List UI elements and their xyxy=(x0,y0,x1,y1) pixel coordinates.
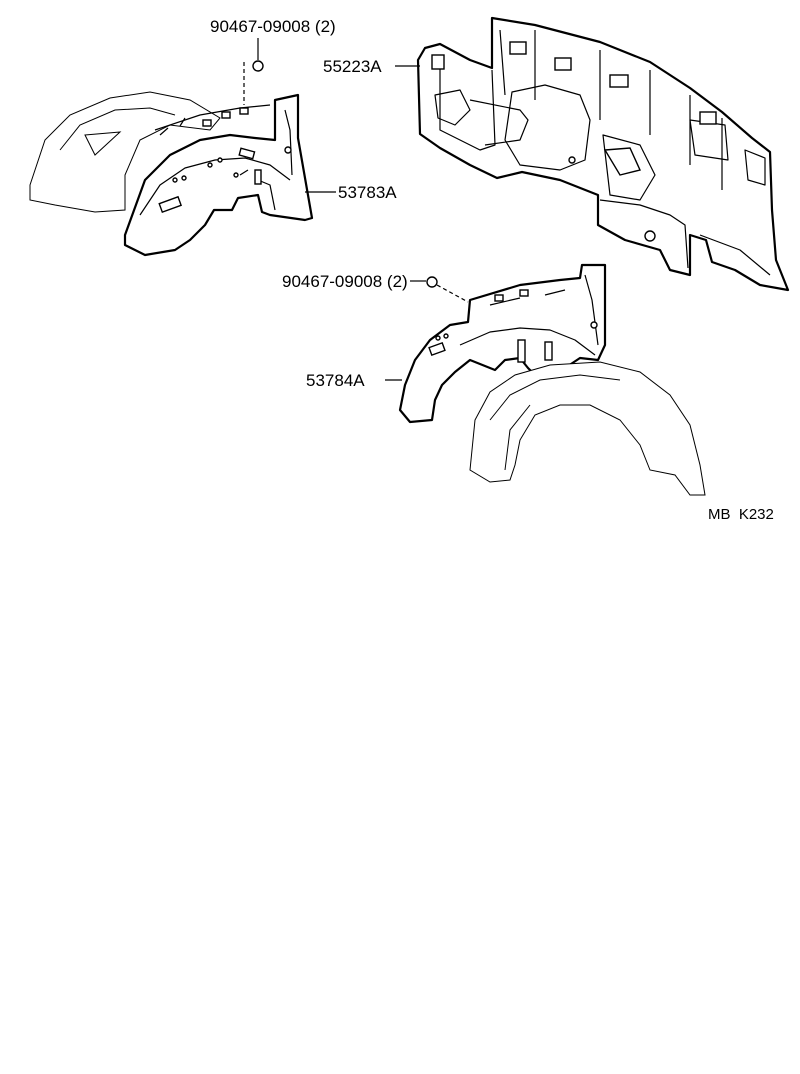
label-clip-top: 90467-09008 (2) xyxy=(210,17,336,36)
rear-fender-liner xyxy=(398,263,607,424)
label-53783a: 53783A xyxy=(338,183,397,202)
rear-fender-apron xyxy=(469,361,706,496)
label-clip-mid: 90467-09008 (2) xyxy=(282,272,408,291)
front-fender-apron xyxy=(29,91,221,213)
front-fender-liner xyxy=(123,93,314,257)
dash-silencer-panel xyxy=(416,16,790,292)
label-55223a: 55223A xyxy=(323,57,382,76)
clip-mid-icon xyxy=(426,276,469,303)
label-53784a: 53784A xyxy=(306,371,365,390)
clip-top-icon xyxy=(243,38,264,105)
diagram-code: MB K232 xyxy=(708,506,774,523)
